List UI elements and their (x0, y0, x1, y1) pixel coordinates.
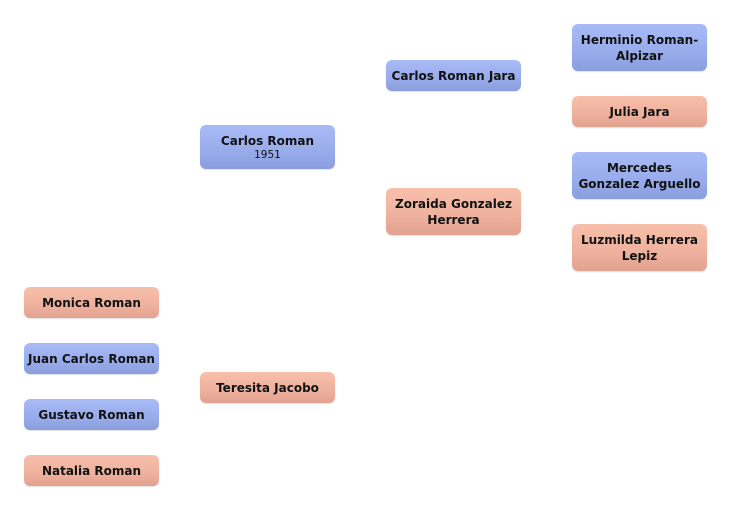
person-name: Monica Roman (42, 295, 141, 310)
person-node-maternal-grandmother[interactable]: Luzmilda Herrera Lepiz (572, 224, 707, 271)
person-node-paternal-grandfather[interactable]: Herminio Roman-Alpizar (572, 24, 707, 71)
person-node-mother[interactable]: Zoraida Gonzalez Herrera (386, 188, 521, 235)
person-name: Carlos Roman Jara (391, 68, 516, 83)
person-node-child[interactable]: Gustavo Roman (24, 399, 159, 430)
person-name: Gustavo Roman (38, 407, 145, 422)
person-name: Teresita Jacobo (216, 380, 319, 395)
person-birth-year: 1951 (254, 148, 281, 161)
person-node-child[interactable]: Monica Roman (24, 287, 159, 318)
person-name: Mercedes Gonzalez Arguello (578, 160, 701, 191)
person-node-spouse[interactable]: Teresita Jacobo (200, 372, 335, 403)
person-name: Juan Carlos Roman (28, 351, 155, 366)
person-name: Herminio Roman-Alpizar (580, 32, 699, 63)
person-node-maternal-grandfather[interactable]: Mercedes Gonzalez Arguello (572, 152, 707, 199)
person-node-child[interactable]: Juan Carlos Roman (24, 343, 159, 374)
person-name: Julia Jara (609, 104, 670, 119)
person-node-child[interactable]: Natalia Roman (24, 455, 159, 486)
person-node-paternal-grandmother[interactable]: Julia Jara (572, 96, 707, 127)
person-node-father[interactable]: Carlos Roman Jara (386, 60, 521, 91)
person-name: Natalia Roman (41, 463, 142, 478)
person-name: Luzmilda Herrera Lepiz (581, 232, 698, 263)
person-node-root[interactable]: Carlos Roman 1951 (200, 125, 335, 169)
person-name: Zoraida Gonzalez Herrera (395, 196, 512, 227)
person-name: Carlos Roman (220, 133, 315, 148)
